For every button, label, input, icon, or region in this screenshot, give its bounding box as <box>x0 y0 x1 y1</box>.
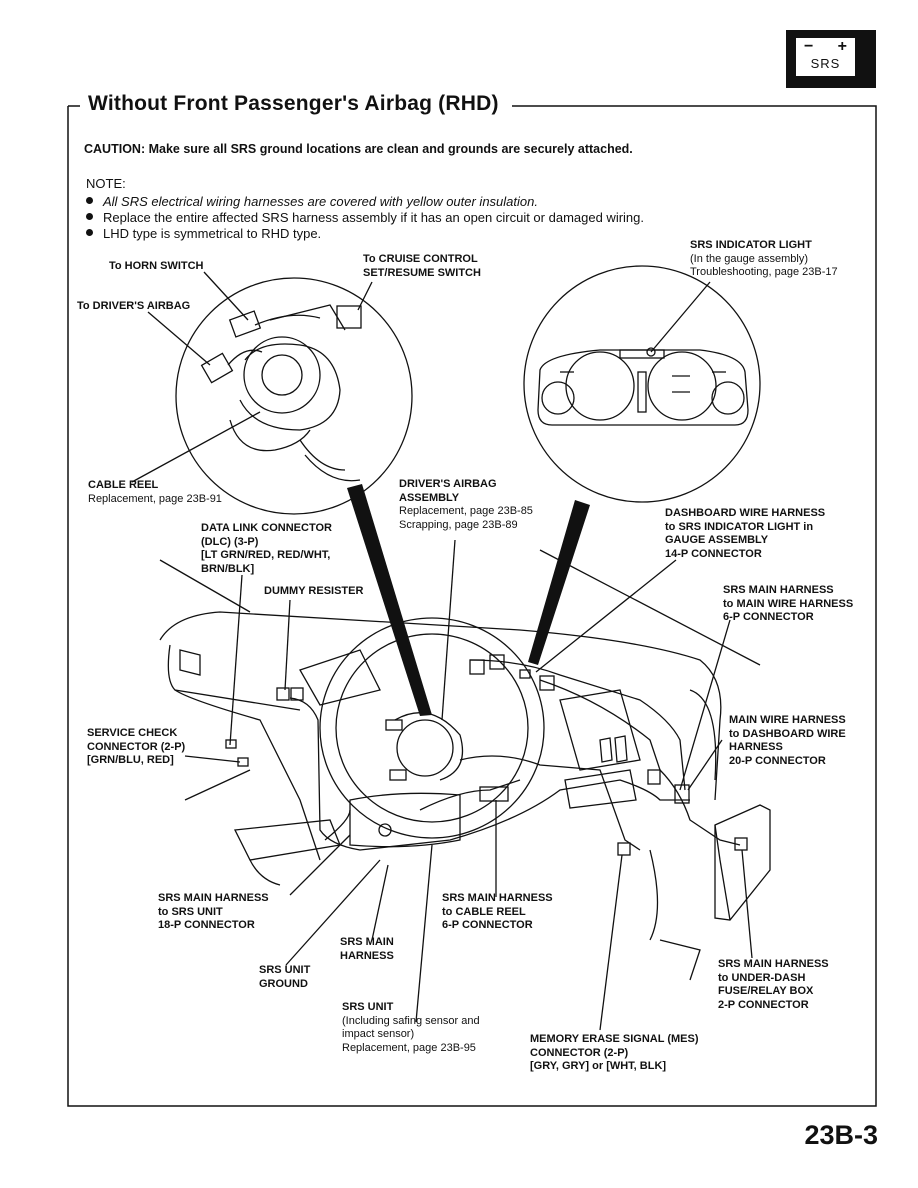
page-title: Without Front Passenger's Airbag (RHD) <box>88 92 499 115</box>
srs-unit-body <box>349 792 461 848</box>
airbag-callout-wedge <box>347 484 432 716</box>
label-mes-connector: MEMORY ERASE SIGNAL (MES)CONNECTOR (2-P)… <box>530 1033 699 1072</box>
bullet-icon <box>86 213 93 220</box>
steering-wheel <box>319 617 545 839</box>
cable-reel-connector <box>479 786 509 802</box>
cable-reel-detail-circle <box>175 277 413 515</box>
srs-badge: − + SRS <box>786 30 876 88</box>
caution-text: CAUTION: Make sure all SRS ground locati… <box>84 142 633 156</box>
label-drivers-airbag: To DRIVER'S AIRBAG <box>77 300 191 312</box>
label-dlc: DATA LINK CONNECTOR(DLC) (3-P)[LT GRN/RE… <box>201 522 332 575</box>
mes-connector <box>617 842 631 856</box>
under-dash-connector <box>734 837 748 851</box>
airbag-module <box>396 719 454 777</box>
note-heading: NOTE: <box>86 176 126 191</box>
label-srs-indicator: SRS INDICATOR LIGHT(In the gauge assembl… <box>690 239 838 278</box>
label-horn-switch: To HORN SWITCH <box>109 260 204 272</box>
gauge-callout-wedge <box>528 500 590 665</box>
airbag-connector <box>200 352 234 384</box>
cable-reel-body <box>243 336 321 414</box>
bullet-icon <box>86 229 93 236</box>
gauge-detail-circle <box>523 265 761 503</box>
cruise-connector <box>336 305 362 329</box>
page-number: 23B-3 <box>804 1120 878 1150</box>
note-item: Replace the entire affected SRS harness … <box>86 210 644 225</box>
connector-14p <box>469 659 485 675</box>
label-dummy-resister: DUMMY RESISTER <box>264 585 364 597</box>
connector-20p <box>647 769 661 785</box>
note-item: LHD type is symmetrical to RHD type. <box>86 226 321 241</box>
horn-connector <box>228 310 262 338</box>
dummy-resister-connector <box>276 687 290 701</box>
service-check-connector <box>225 739 237 749</box>
note-item: All SRS electrical wiring harnesses are … <box>86 194 538 209</box>
battery-icon: − + SRS <box>795 37 856 77</box>
bullet-icon <box>86 197 93 204</box>
minus-terminal: − <box>804 38 814 55</box>
fuse-relay-box <box>714 804 771 921</box>
srs-indicator-lamp <box>646 347 656 357</box>
gauge-cluster <box>537 349 749 426</box>
plus-terminal: + <box>837 38 847 55</box>
badge-label: SRS <box>810 56 841 71</box>
